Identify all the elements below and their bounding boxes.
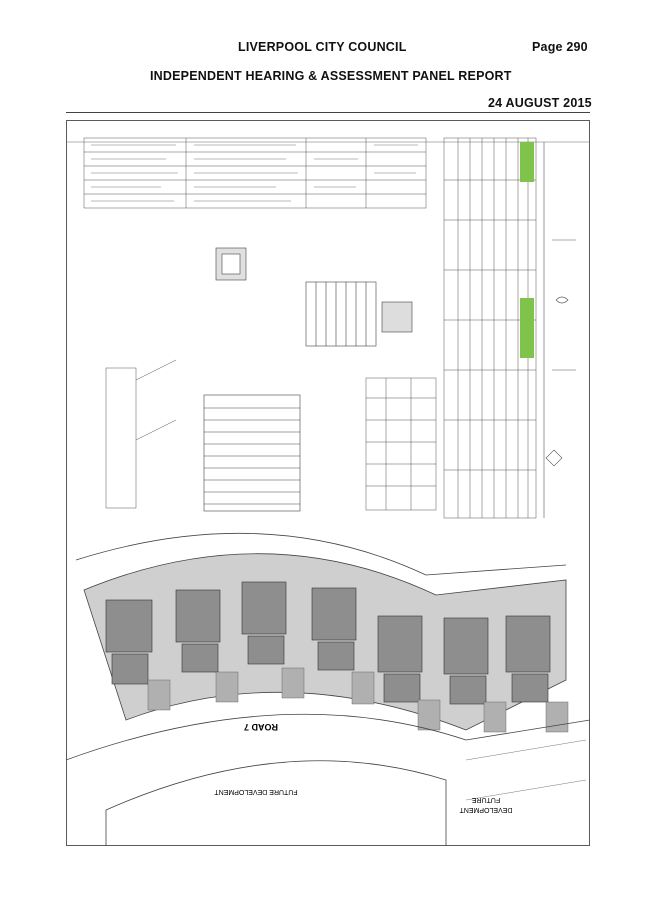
drawing-border xyxy=(66,120,590,846)
notes-scribble xyxy=(91,144,418,202)
road-kerb-bottom xyxy=(105,760,447,846)
dwellings xyxy=(105,581,551,705)
site-plan-drawing: ROAD 7 FUTURE DEVELOPMENT FUTURE DEVELOP… xyxy=(66,120,590,846)
fence-detail-large xyxy=(203,394,301,512)
road-kerb-top xyxy=(66,713,590,761)
compliance-table xyxy=(443,137,537,519)
table-highlight-1 xyxy=(520,142,534,182)
header-rule xyxy=(66,112,590,113)
road-boundary-top xyxy=(75,532,567,576)
road-branch xyxy=(465,739,587,801)
table-highlight-2 xyxy=(520,298,534,358)
road-label: ROAD 7 xyxy=(244,722,278,732)
council-name: LIVERPOOL CITY COUNCIL xyxy=(238,40,407,54)
section-line-left xyxy=(105,359,177,509)
post-detail xyxy=(215,247,247,281)
small-table xyxy=(365,377,437,511)
title-block xyxy=(543,142,576,518)
driveways xyxy=(147,667,569,733)
notes-block xyxy=(83,137,427,209)
gate-detail xyxy=(305,281,413,347)
future-development-right-1: FUTURE xyxy=(471,796,500,803)
report-title: INDEPENDENT HEARING & ASSESSMENT PANEL R… xyxy=(150,69,512,83)
report-date: 24 AUGUST 2015 xyxy=(488,96,592,110)
page-number: Page 290 xyxy=(532,40,588,54)
future-development-right-2: DEVELOPMENT xyxy=(459,806,513,813)
future-development-left: FUTURE DEVELOPMENT xyxy=(214,788,298,795)
